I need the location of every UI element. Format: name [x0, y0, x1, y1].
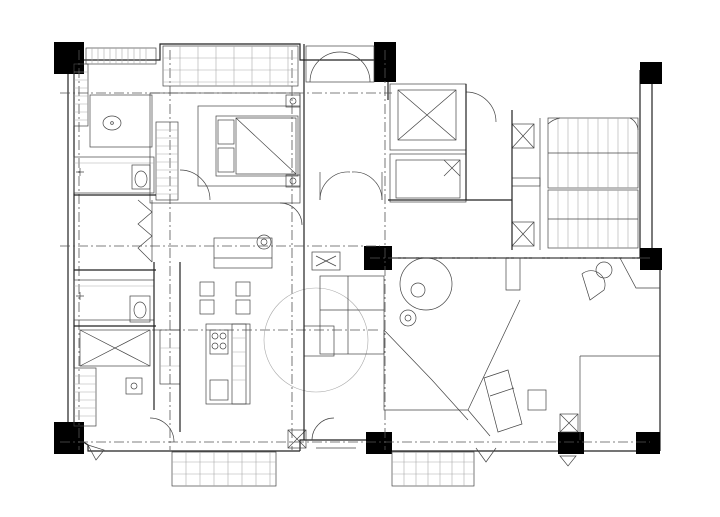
column — [640, 62, 662, 84]
wardrobe-top-left — [73, 47, 157, 127]
balcony-bottom-left — [171, 451, 277, 487]
kitchen-counter — [205, 323, 251, 405]
stairwells — [511, 117, 639, 250]
balcony-top — [162, 45, 299, 87]
laundry-area — [73, 367, 175, 461]
entry-doors — [305, 45, 383, 201]
column — [558, 432, 584, 454]
elevator-shaft — [389, 83, 497, 203]
coffee-table — [303, 325, 335, 357]
bottom-details — [287, 417, 577, 467]
living-area — [263, 251, 660, 440]
lounge-furniture — [483, 261, 613, 433]
interior-walls — [74, 84, 513, 440]
bathroom-lower — [73, 279, 181, 385]
sofa — [319, 275, 385, 355]
grid-lines — [60, 50, 650, 450]
hall-window — [137, 199, 153, 263]
column — [54, 42, 84, 74]
column — [640, 248, 662, 270]
double-bed — [215, 115, 299, 177]
column — [54, 422, 84, 454]
column — [366, 432, 392, 454]
dining-area — [199, 234, 273, 315]
column — [636, 432, 660, 454]
dining-table — [213, 237, 273, 269]
bathroom-upper — [73, 94, 155, 194]
balcony-bottom-right — [391, 451, 475, 487]
bedroom — [149, 92, 303, 226]
column — [374, 42, 396, 82]
